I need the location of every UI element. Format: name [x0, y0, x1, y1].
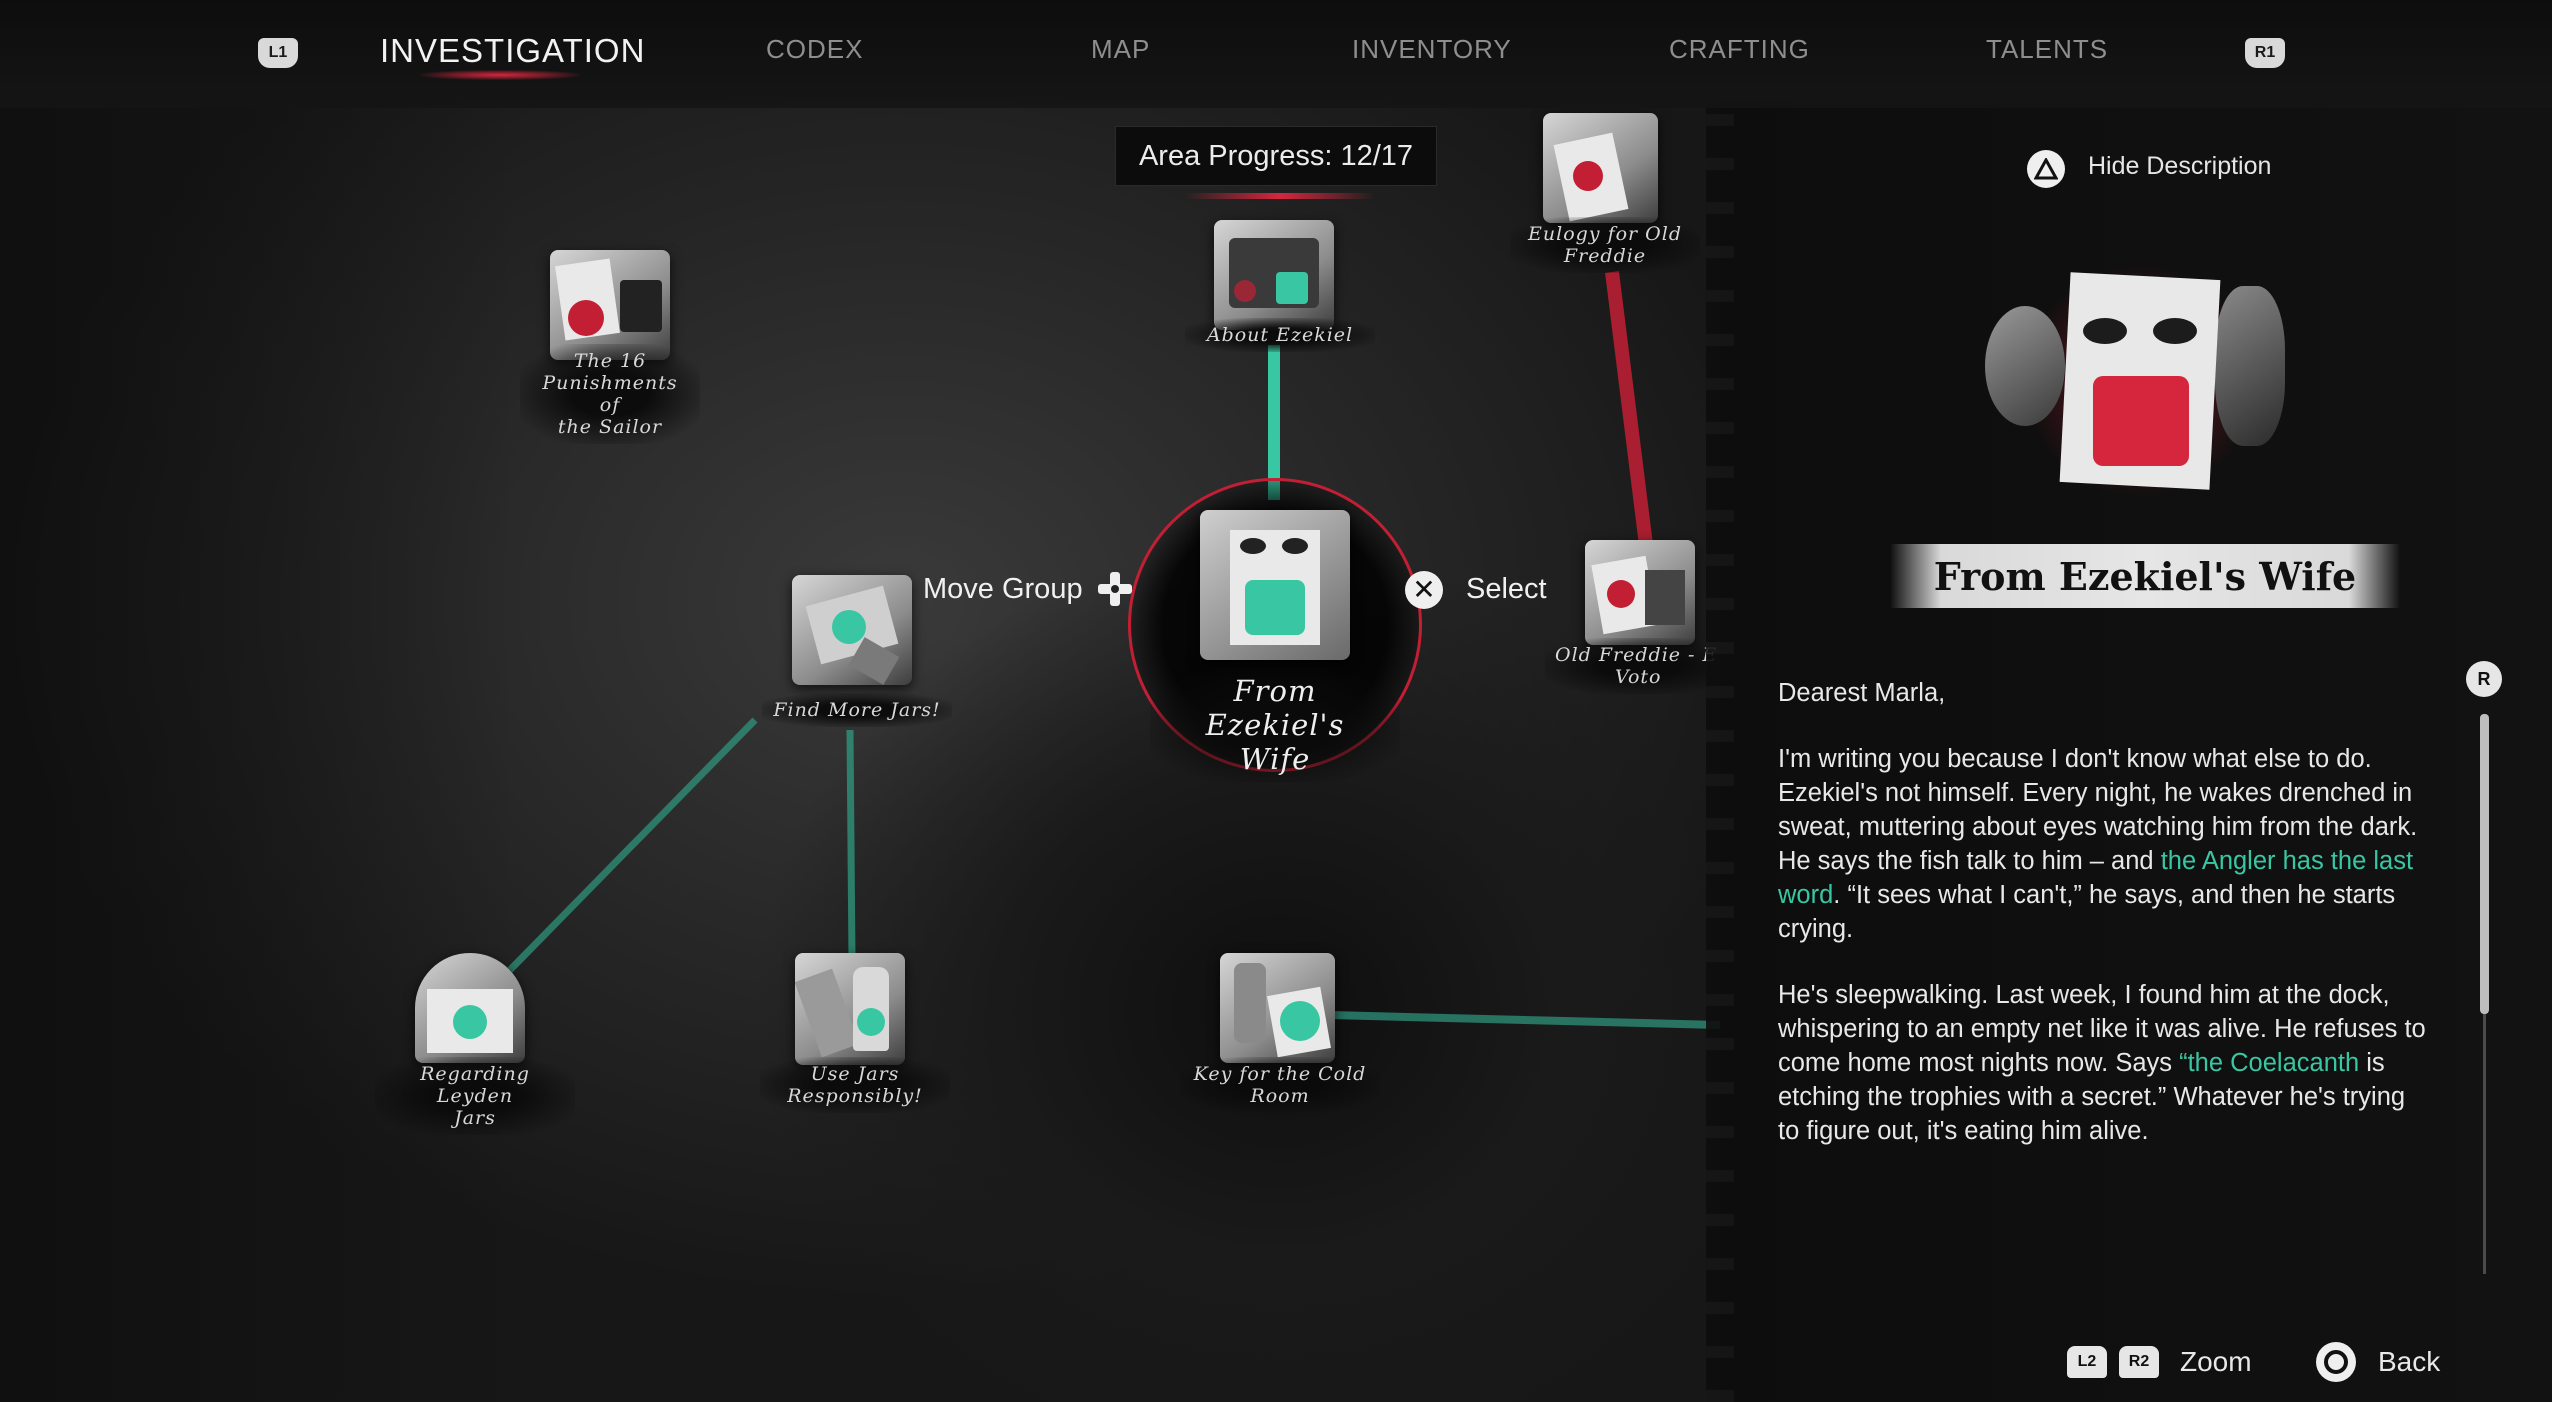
paragraph-1: I'm writing you because I don't know wha…	[1778, 745, 2418, 943]
highlight-coelacanth: “the Coelacanth	[2179, 1049, 2360, 1077]
red-link-freddie	[1605, 271, 1653, 546]
l2-trigger-icon[interactable]: L2	[2067, 1346, 2107, 1378]
node-about-ezekiel[interactable]: About Ezekiel	[1180, 200, 1375, 360]
description-panel: Hide Description From Ezekiel's Wife R D…	[1706, 96, 2552, 1402]
use-jars-icon	[795, 953, 905, 1065]
node-label: Use Jars Responsibly!	[760, 1057, 950, 1113]
r1-bumper-icon[interactable]: R1	[2245, 38, 2285, 68]
move-group-label: Move Group	[923, 573, 1083, 605]
node-find-more-jars[interactable]: Find More Jars!	[752, 565, 952, 735]
highlight-angler: the Angler has the last word	[1778, 847, 2414, 909]
r2-trigger-icon[interactable]: R2	[2119, 1346, 2159, 1378]
tab-map[interactable]: MAP	[1091, 34, 1151, 64]
letter-icon	[1200, 510, 1350, 660]
leyden-icon	[415, 953, 525, 1063]
paragraph-2: He's sleepwalking. Last week, I found hi…	[1778, 981, 2426, 1145]
letter-illustration	[1985, 246, 2295, 516]
hide-description-button[interactable]: Hide Description	[2088, 152, 2272, 180]
dpad-icon	[1098, 572, 1132, 606]
punishments-icon	[550, 250, 670, 360]
connection-lines	[507, 271, 1720, 1029]
tab-investigation[interactable]: INVESTIGATION	[380, 32, 646, 69]
circle-button-icon[interactable]	[2316, 1342, 2356, 1382]
teal-link-jars-use	[846, 729, 856, 961]
node-old-freddie-voto[interactable]: Old Freddie - E Voto	[1545, 520, 1735, 700]
freddie-icon	[1585, 540, 1695, 645]
tab-crafting[interactable]: CRAFTING	[1669, 34, 1810, 64]
node-label: Key for the Cold Room	[1180, 1057, 1380, 1113]
entry-body: Dearest Marla, I'm writing you because I…	[1778, 676, 2428, 1180]
tab-inventory[interactable]: INVENTORY	[1352, 34, 1512, 64]
tab-talents[interactable]: TALENTS	[1986, 34, 2109, 64]
node-label: The 16 Punishments of the Sailor	[520, 344, 700, 444]
scroll-thumb[interactable]	[2480, 714, 2489, 1014]
key-icon	[1220, 953, 1335, 1063]
node-punishments-sailor[interactable]: The 16 Punishments of the Sailor	[520, 240, 700, 444]
node-use-jars-responsibly[interactable]: Use Jars Responsibly!	[755, 945, 950, 1115]
node-regarding-leyden-jars[interactable]: Regarding Leyden Jars	[370, 945, 575, 1135]
teal-link-key	[1329, 1011, 1720, 1029]
node-label: Eulogy for Old Freddie	[1510, 217, 1700, 273]
ezekiel-icon	[1214, 220, 1334, 330]
greeting: Dearest Marla,	[1778, 679, 1946, 707]
node-key-cold-room[interactable]: Key for the Cold Room	[1175, 945, 1380, 1115]
teal-link-jars-leyden	[507, 717, 758, 973]
eulogy-icon	[1543, 113, 1658, 223]
triangle-button-icon[interactable]	[2027, 150, 2065, 188]
node-label: From Ezekiel's Wife	[1150, 668, 1400, 782]
select-label: Select	[1466, 573, 1547, 605]
tab-codex[interactable]: CODEX	[766, 34, 864, 64]
node-label: Find More Jars!	[762, 693, 952, 727]
area-progress: Area Progress: 12/17	[1115, 126, 1437, 186]
entry-title: From Ezekiel's Wife	[1890, 544, 2400, 608]
node-label: Old Freddie - E Voto	[1545, 638, 1735, 694]
l1-bumper-icon[interactable]: L1	[258, 38, 298, 68]
node-eulogy-freddie[interactable]: Eulogy for Old Freddie	[1505, 105, 1700, 275]
active-tab-underline	[420, 70, 580, 80]
node-label: Regarding Leyden Jars	[375, 1057, 575, 1135]
cross-button-icon[interactable]: ✕	[1405, 571, 1443, 609]
top-navigation: L1 INVESTIGATION CODEX MAP INVENTORY CRA…	[0, 0, 2552, 108]
node-from-ezekiels-wife[interactable]: From Ezekiel's Wife	[1130, 500, 1420, 782]
back-label[interactable]: Back	[2378, 1346, 2441, 1377]
jars-icon	[792, 575, 912, 685]
right-stick-scroll-icon[interactable]: R	[2466, 661, 2502, 697]
progress-decoration	[1185, 193, 1375, 199]
node-label: About Ezekiel	[1185, 318, 1375, 352]
zoom-label: Zoom	[2180, 1346, 2252, 1377]
